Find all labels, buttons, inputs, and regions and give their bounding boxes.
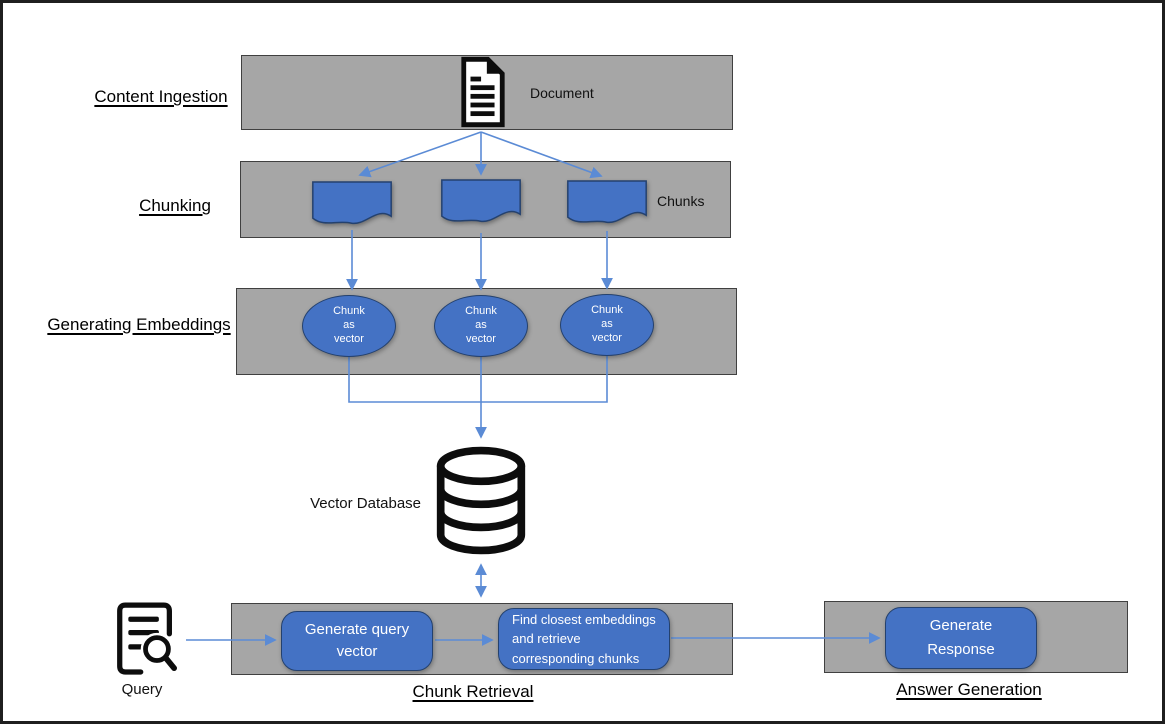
find-closest-embeddings-box: Find closest embeddings and retrieve cor…: [498, 608, 670, 670]
chunks-label: Chunks: [657, 193, 705, 209]
chunk-shape-3: [567, 180, 647, 224]
query-label: Query: [121, 681, 163, 698]
stage-label-generating-embeddings: Generating Embeddings: [47, 315, 231, 334]
stage-label-answer-generation: Answer Generation: [896, 680, 1042, 699]
generate-response-box: Generate Response: [885, 607, 1037, 669]
embedding-ellipse-2: Chunk as vector: [434, 295, 528, 357]
document-label: Document: [530, 85, 594, 101]
database-icon: [436, 446, 526, 555]
stage-label-content-ingestion: Content Ingestion: [94, 87, 228, 106]
arrow-document-to-chunk-3: [480, 131, 603, 179]
embeddings-join-connector: [348, 355, 608, 403]
chunk-shape-1: [312, 181, 392, 225]
query-search-icon: [117, 602, 177, 675]
generate-query-vector-box: Generate query vector: [281, 611, 433, 671]
stage-label-chunk-retrieval: Chunk Retrieval: [412, 682, 534, 701]
connector-layer: [186, 131, 881, 646]
embedding-ellipse-3: Chunk as vector: [560, 294, 654, 356]
chunk-shape-2: [441, 179, 521, 223]
embedding-ellipse-1: Chunk as vector: [302, 295, 396, 357]
stage-label-chunking: Chunking: [139, 196, 211, 215]
vector-database-label: Vector Database: [310, 495, 421, 512]
arrow-document-to-chunk-1: [358, 131, 482, 178]
document-icon: [461, 56, 505, 128]
